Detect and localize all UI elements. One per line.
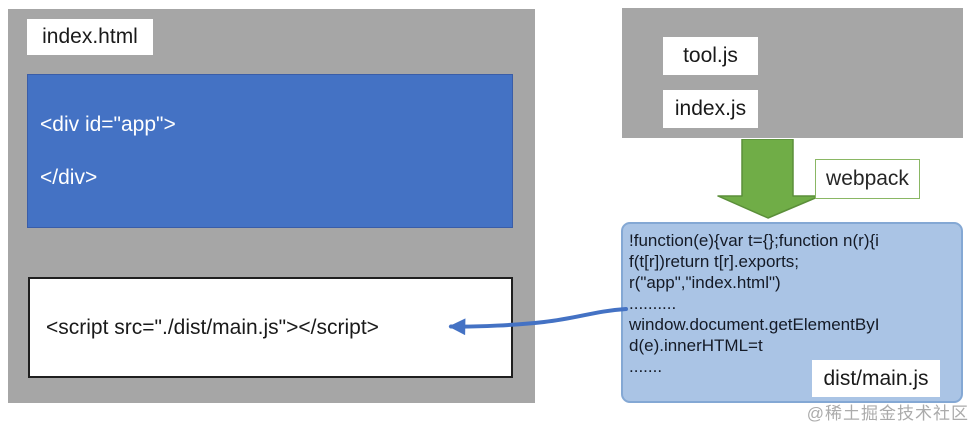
script-tag-code-text: <script src="./dist/main.js"></script> bbox=[46, 315, 379, 339]
webpack-down-arrow-icon bbox=[717, 139, 821, 219]
bundle-code-line: !function(e){var t={};function n(r){i bbox=[629, 231, 879, 250]
bundle-code-line: ....... bbox=[629, 357, 663, 376]
bundle-code-line: window.document.getElementByI bbox=[629, 315, 880, 334]
tool-js-filename-label: tool.js bbox=[663, 37, 758, 75]
bundle-to-script-arrow-icon bbox=[448, 307, 628, 336]
tool-js-filename-text: tool.js bbox=[683, 44, 738, 67]
index-js-filename-label: index.js bbox=[663, 90, 758, 128]
watermark-text: @稀土掘金技术社区 bbox=[806, 404, 969, 423]
webpack-label-text: webpack bbox=[826, 167, 909, 190]
bundle-code-line: d(e).innerHTML=t bbox=[629, 336, 763, 355]
dist-main-js-filename-label: dist/main.js bbox=[812, 360, 940, 397]
app-div-code-block: <div id="app"> </div> bbox=[27, 74, 513, 228]
script-tag-code-block: <script src="./dist/main.js"></script> bbox=[28, 277, 513, 378]
bundle-code-line: .......... bbox=[629, 294, 677, 313]
bundle-code-line: f(t[r])return t[r].exports; bbox=[629, 252, 800, 271]
bundle-code-line: r("app","index.html") bbox=[629, 273, 781, 292]
div-open-tag-code: <div id="app"> bbox=[40, 113, 176, 136]
div-close-tag-code: </div> bbox=[40, 166, 98, 189]
dist-main-js-filename-text: dist/main.js bbox=[823, 366, 929, 390]
index-html-filename-text: index.html bbox=[42, 25, 138, 48]
index-html-filename-label: index.html bbox=[27, 19, 153, 55]
webpack-label: webpack bbox=[815, 159, 920, 199]
index-js-filename-text: index.js bbox=[674, 97, 747, 120]
